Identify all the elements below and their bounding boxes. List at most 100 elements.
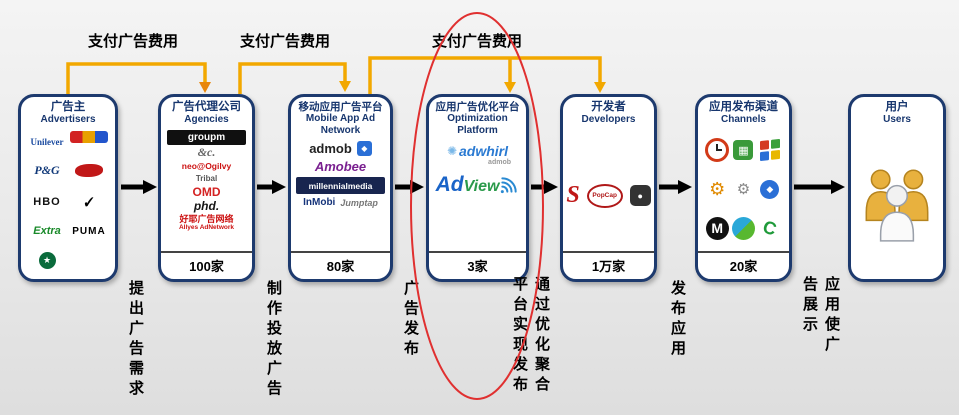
nike-swoosh-logo: ✔ xyxy=(82,191,96,211)
developers-count: 1万家 xyxy=(563,251,654,279)
box-agencies-header: 广告代理公司 Agencies xyxy=(161,97,252,127)
starbucks-logo: ★ xyxy=(38,252,56,270)
tribal-logo: Tribal xyxy=(195,174,218,184)
millennialmedia-logo: millennialmedia xyxy=(296,177,385,195)
flow-arrow-3 xyxy=(395,180,424,194)
motorola-logo: M xyxy=(705,216,729,240)
flow-step-4: 通过优化聚合平台实现发布 xyxy=(511,276,550,396)
china-mobile-logo xyxy=(731,216,755,240)
box-title-cn: 应用发布渠道 xyxy=(709,101,778,113)
users-figures xyxy=(851,127,943,279)
box-developers: 开发者 Developers S PopCap ● 1万家 xyxy=(560,94,657,282)
green-swirl-icon: C xyxy=(760,216,780,240)
agencies-count: 100家 xyxy=(161,251,252,279)
dev-logo-red: S xyxy=(566,182,580,209)
apps-grid-icon: ▦ xyxy=(733,140,754,161)
multicolor-brand-logo xyxy=(70,130,108,143)
omd-logo: OMD xyxy=(192,184,221,199)
box-title-en: Mobile App Ad Network xyxy=(305,113,376,136)
flow-step-2: 制作投放广告 xyxy=(265,280,282,400)
channel-logos: ▦ ⚙ ⚙ ◆ M C xyxy=(698,127,789,251)
optimization-logos: ✺ adwhirl admob Ad View xyxy=(429,137,526,251)
box-users: 用户 Users xyxy=(848,94,946,282)
box-channels: 应用发布渠道 Channels ▦ ⚙ ⚙ ◆ M C 20家 xyxy=(695,94,792,282)
flow-arrow-4 xyxy=(531,180,558,194)
adview-view-label: View xyxy=(463,178,500,196)
payment-label-1: 支付广告费用 xyxy=(88,33,179,50)
windows-flag-icon xyxy=(759,139,780,162)
box-title-cn: 广告主 xyxy=(50,101,86,113)
box-agencies: 广告代理公司 Agencies groupm &c. neo@Ogilvy Tr… xyxy=(158,94,255,282)
adwhirl-label: adwhirl xyxy=(459,143,509,160)
box-developers-header: 开发者 Developers xyxy=(563,97,654,127)
box-title-en: Optimization Platform xyxy=(447,113,508,136)
neo-ogilvy-logo: neo@Ogilvy xyxy=(181,161,232,172)
ad-network-count: 80家 xyxy=(291,251,390,279)
developer-logos: S PopCap ● xyxy=(563,127,654,251)
flow-arrow-2 xyxy=(257,180,286,194)
gear-icon: ⚙ xyxy=(709,178,726,199)
popcap-logo: PopCap xyxy=(586,183,623,208)
flow-step-5: 发布应用 xyxy=(669,280,686,360)
flow-step-3: 广告发布 xyxy=(402,280,419,360)
allyes-sublabel: Allyes AdNetwork xyxy=(178,224,235,232)
flow-arrow-1 xyxy=(121,180,157,194)
person-icon xyxy=(879,184,915,242)
payment-label-3: 支付广告费用 xyxy=(432,33,523,50)
optimization-count: 3家 xyxy=(429,251,526,279)
payment-arrow-1 xyxy=(66,62,211,94)
box-title-cn: 用户 xyxy=(885,101,909,113)
flow-step-6: 应用使广告展示 xyxy=(801,276,840,356)
box-title-cn: 开发者 xyxy=(591,101,626,113)
payment-arrow-3 xyxy=(368,56,606,94)
adwhirl-logo: ✺ adwhirl admob xyxy=(434,143,521,166)
admob-logo: admob xyxy=(309,141,352,157)
channels-count: 20家 xyxy=(698,251,789,279)
box-title-en: Users xyxy=(883,114,911,126)
box-title-en: Advertisers xyxy=(40,114,96,126)
flow-arrow-5 xyxy=(659,180,692,194)
pg-logo: P&G xyxy=(34,163,60,178)
blue-app-icon: ◆ xyxy=(356,141,372,157)
box-optimization-header: 应用广告优化平台 Optimization Platform xyxy=(429,97,526,137)
advertiser-logos: Unilever P&G HBO ✔ Extra PUMA ★ xyxy=(21,127,115,279)
box-optimization-platform: 应用广告优化平台 Optimization Platform ✺ adwhirl… xyxy=(426,94,529,282)
box-ad-network-header: 移动应用广告平台 Mobile App Ad Network xyxy=(291,97,390,137)
compass-icon: ◆ xyxy=(760,179,780,199)
allyes-label: 好耶广告网络 xyxy=(179,213,234,224)
adview-logo: Ad View xyxy=(434,174,521,195)
box-advertisers-header: 广告主 Advertisers xyxy=(21,97,115,127)
box-title-en: Developers xyxy=(581,114,636,126)
box-title-en: Channels xyxy=(720,114,766,126)
flow-arrow-6 xyxy=(794,180,845,194)
hbo-logo: HBO xyxy=(33,195,61,208)
clock-icon xyxy=(705,138,730,163)
extra-logo: Extra xyxy=(33,225,61,238)
box-title-cn: 移动应用广告平台 xyxy=(298,101,383,113)
box-advertisers: 广告主 Advertisers Unilever P&G HBO ✔ Extra… xyxy=(18,94,118,282)
red-brand-logo xyxy=(75,164,103,178)
inmobi-logo: InMobi xyxy=(303,197,336,209)
adwhirl-sublabel: admob xyxy=(488,159,511,167)
box-ad-network: 移动应用广告平台 Mobile App Ad Network admob ◆ A… xyxy=(288,94,393,282)
phd-logo: phd. xyxy=(193,198,220,213)
amobee-logo: Amobee xyxy=(314,159,367,175)
swirl-icon: ✺ xyxy=(446,144,458,159)
agency-logos: groupm &c. neo@Ogilvy Tribal OMD phd. 好耶… xyxy=(161,127,252,251)
payment-label-2: 支付广告费用 xyxy=(240,33,331,50)
box-channels-header: 应用发布渠道 Channels xyxy=(698,97,789,127)
box-title-cn: 广告代理公司 xyxy=(172,101,241,113)
box-title-cn: 应用广告优化平台 xyxy=(435,101,520,113)
adview-ad-label: Ad xyxy=(435,173,464,197)
payment-arrow-2 xyxy=(238,62,351,94)
ad-network-logos: admob ◆ Amobee millennialmedia InMobi Ju… xyxy=(291,137,390,251)
groupm-logo: groupm xyxy=(167,129,246,145)
allyes-logo: 好耶广告网络 Allyes AdNetwork xyxy=(167,214,246,232)
gear-icon-2: ⚙ xyxy=(736,181,751,199)
flow-step-1: 提出广告需求 xyxy=(127,280,144,400)
dev-logo-dark: ● xyxy=(629,185,651,207)
box-users-header: 用户 Users xyxy=(851,97,943,127)
box-title-en: Agencies xyxy=(184,114,229,126)
signal-icon xyxy=(501,177,518,194)
